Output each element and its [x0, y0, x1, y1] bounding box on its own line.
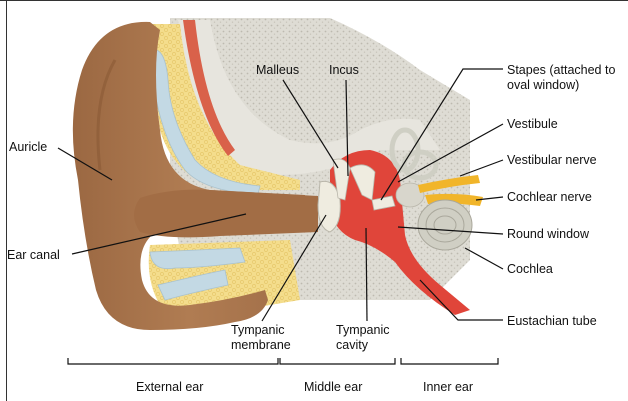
- label-vestibular-nerve: Vestibular nerve: [507, 153, 597, 167]
- frame-top-border: [0, 0, 628, 1]
- auricle-fold: [96, 59, 117, 171]
- cartilage-upper: [149, 48, 261, 195]
- leader-cochlear-nerve: [475, 196, 504, 201]
- leader-round-window: [397, 226, 504, 235]
- leader-vestibular-nerve: [459, 159, 504, 177]
- stapes-shape: [371, 195, 396, 211]
- label-vestibule: Vestibule: [507, 117, 558, 131]
- bracket-external-ear: [67, 358, 279, 365]
- leader-incus: [345, 79, 349, 177]
- label-tympanic-membrane-line1: Tympanic: [231, 323, 285, 337]
- cartilage-lower2: [157, 269, 229, 301]
- label-tympanic-cavity-line2: cavity: [336, 338, 369, 352]
- ear-canal-shape: [134, 189, 318, 238]
- leader-auricle: [57, 147, 113, 181]
- label-incus: Incus: [329, 63, 359, 77]
- label-tympanic-membrane-line2: membrane: [231, 338, 291, 352]
- muscle-strip: [183, 20, 235, 156]
- auricle-shape: [72, 21, 305, 331]
- upper-bone-arc: [178, 20, 440, 175]
- label-stapes-line2: oval window): [507, 78, 579, 92]
- leader-stapes: [380, 68, 503, 201]
- label-ear-canal: Ear canal: [7, 248, 60, 262]
- label-stapes-line1: Stapes (attached to: [507, 63, 615, 77]
- label-eustachian-tube: Eustachian tube: [507, 314, 597, 328]
- malleus-shape: [332, 158, 351, 201]
- leader-ear-canal: [71, 213, 247, 255]
- label-malleus: Malleus: [256, 63, 299, 77]
- label-cochlear-nerve: Cochlear nerve: [507, 190, 592, 204]
- bracket-inner-ear: [400, 358, 499, 365]
- label-external-ear: External ear: [136, 380, 203, 394]
- label-auricle: Auricle: [9, 140, 47, 154]
- incus-shape: [349, 164, 376, 201]
- vestibule-shape: [395, 182, 425, 208]
- label-inner-ear: Inner ear: [423, 380, 473, 394]
- leader-cochlea: [464, 247, 504, 270]
- leader-tympanic-membrane: [261, 214, 327, 322]
- vestibular-nerve-shape: [418, 175, 480, 193]
- label-round-window: Round window: [507, 227, 590, 241]
- leader-eustachian-tube: [419, 279, 503, 321]
- leader-tympanic-cavity: [365, 227, 368, 322]
- label-cochlea: Cochlea: [507, 262, 553, 276]
- bracket-middle-ear: [279, 358, 396, 365]
- frame-left-border: [6, 0, 7, 401]
- semicircular-canal-2: [401, 149, 439, 181]
- cartilage-lower: [149, 247, 246, 270]
- leader-malleus: [282, 79, 339, 169]
- leader-vestibule: [397, 123, 504, 183]
- label-tympanic-cavity-line1: Tympanic: [336, 323, 390, 337]
- label-middle-ear: Middle ear: [304, 380, 362, 394]
